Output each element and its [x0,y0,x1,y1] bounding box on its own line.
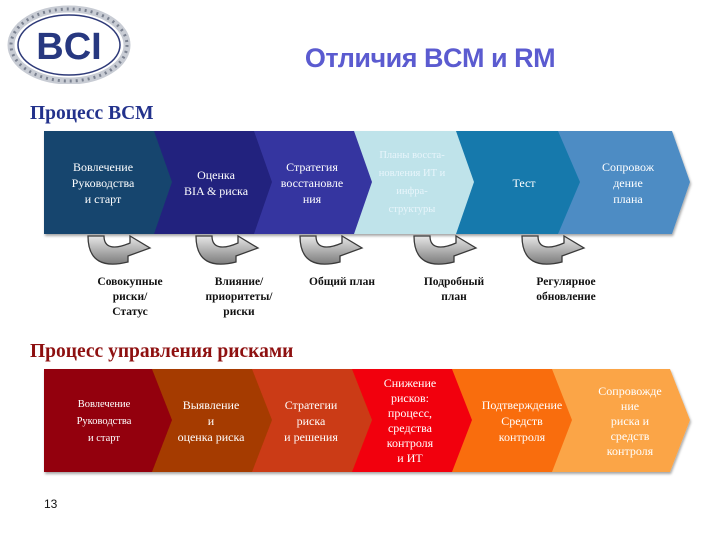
bci-logo: BCI [7,5,131,84]
bcm-step-5-shape [446,131,580,234]
logo-text: BCI [36,26,101,68]
rm-step-4-shape [340,369,472,472]
bcm-step-3-shape [244,131,372,234]
bcm-heading: Процесс BCM [30,103,154,124]
curved-arrow-icon [87,234,152,265]
bcm-step-4-shape [344,131,474,234]
bcm-caption-3: Общий план [309,276,375,288]
curved-arrow-icon [413,235,477,265]
rm-step-6-shape [540,369,690,472]
slide-title: Отличия BCM и RM [304,43,556,73]
curved-arrow-icon [195,235,259,265]
curved-arrow-icon [521,235,585,265]
rm-step-1-shape [44,369,172,472]
rm-step-5-shape [440,369,572,472]
rm-step-3-shape [240,369,372,472]
bcm-step-5: Тест [512,176,536,190]
rm-heading: Процесс управления рисками [30,341,294,362]
page-number: 13 [44,497,58,511]
bcm-step-2-shape [144,131,272,234]
bcm-feedback-arrows [87,234,585,265]
curved-arrow-icon [299,235,363,265]
bcm-step-1-shape [44,131,172,234]
bcm-step-6-shape [548,131,690,234]
bcm-caption-2: Влияние/приоритеты/риски [205,276,273,318]
rm-step-2-shape [140,369,272,472]
